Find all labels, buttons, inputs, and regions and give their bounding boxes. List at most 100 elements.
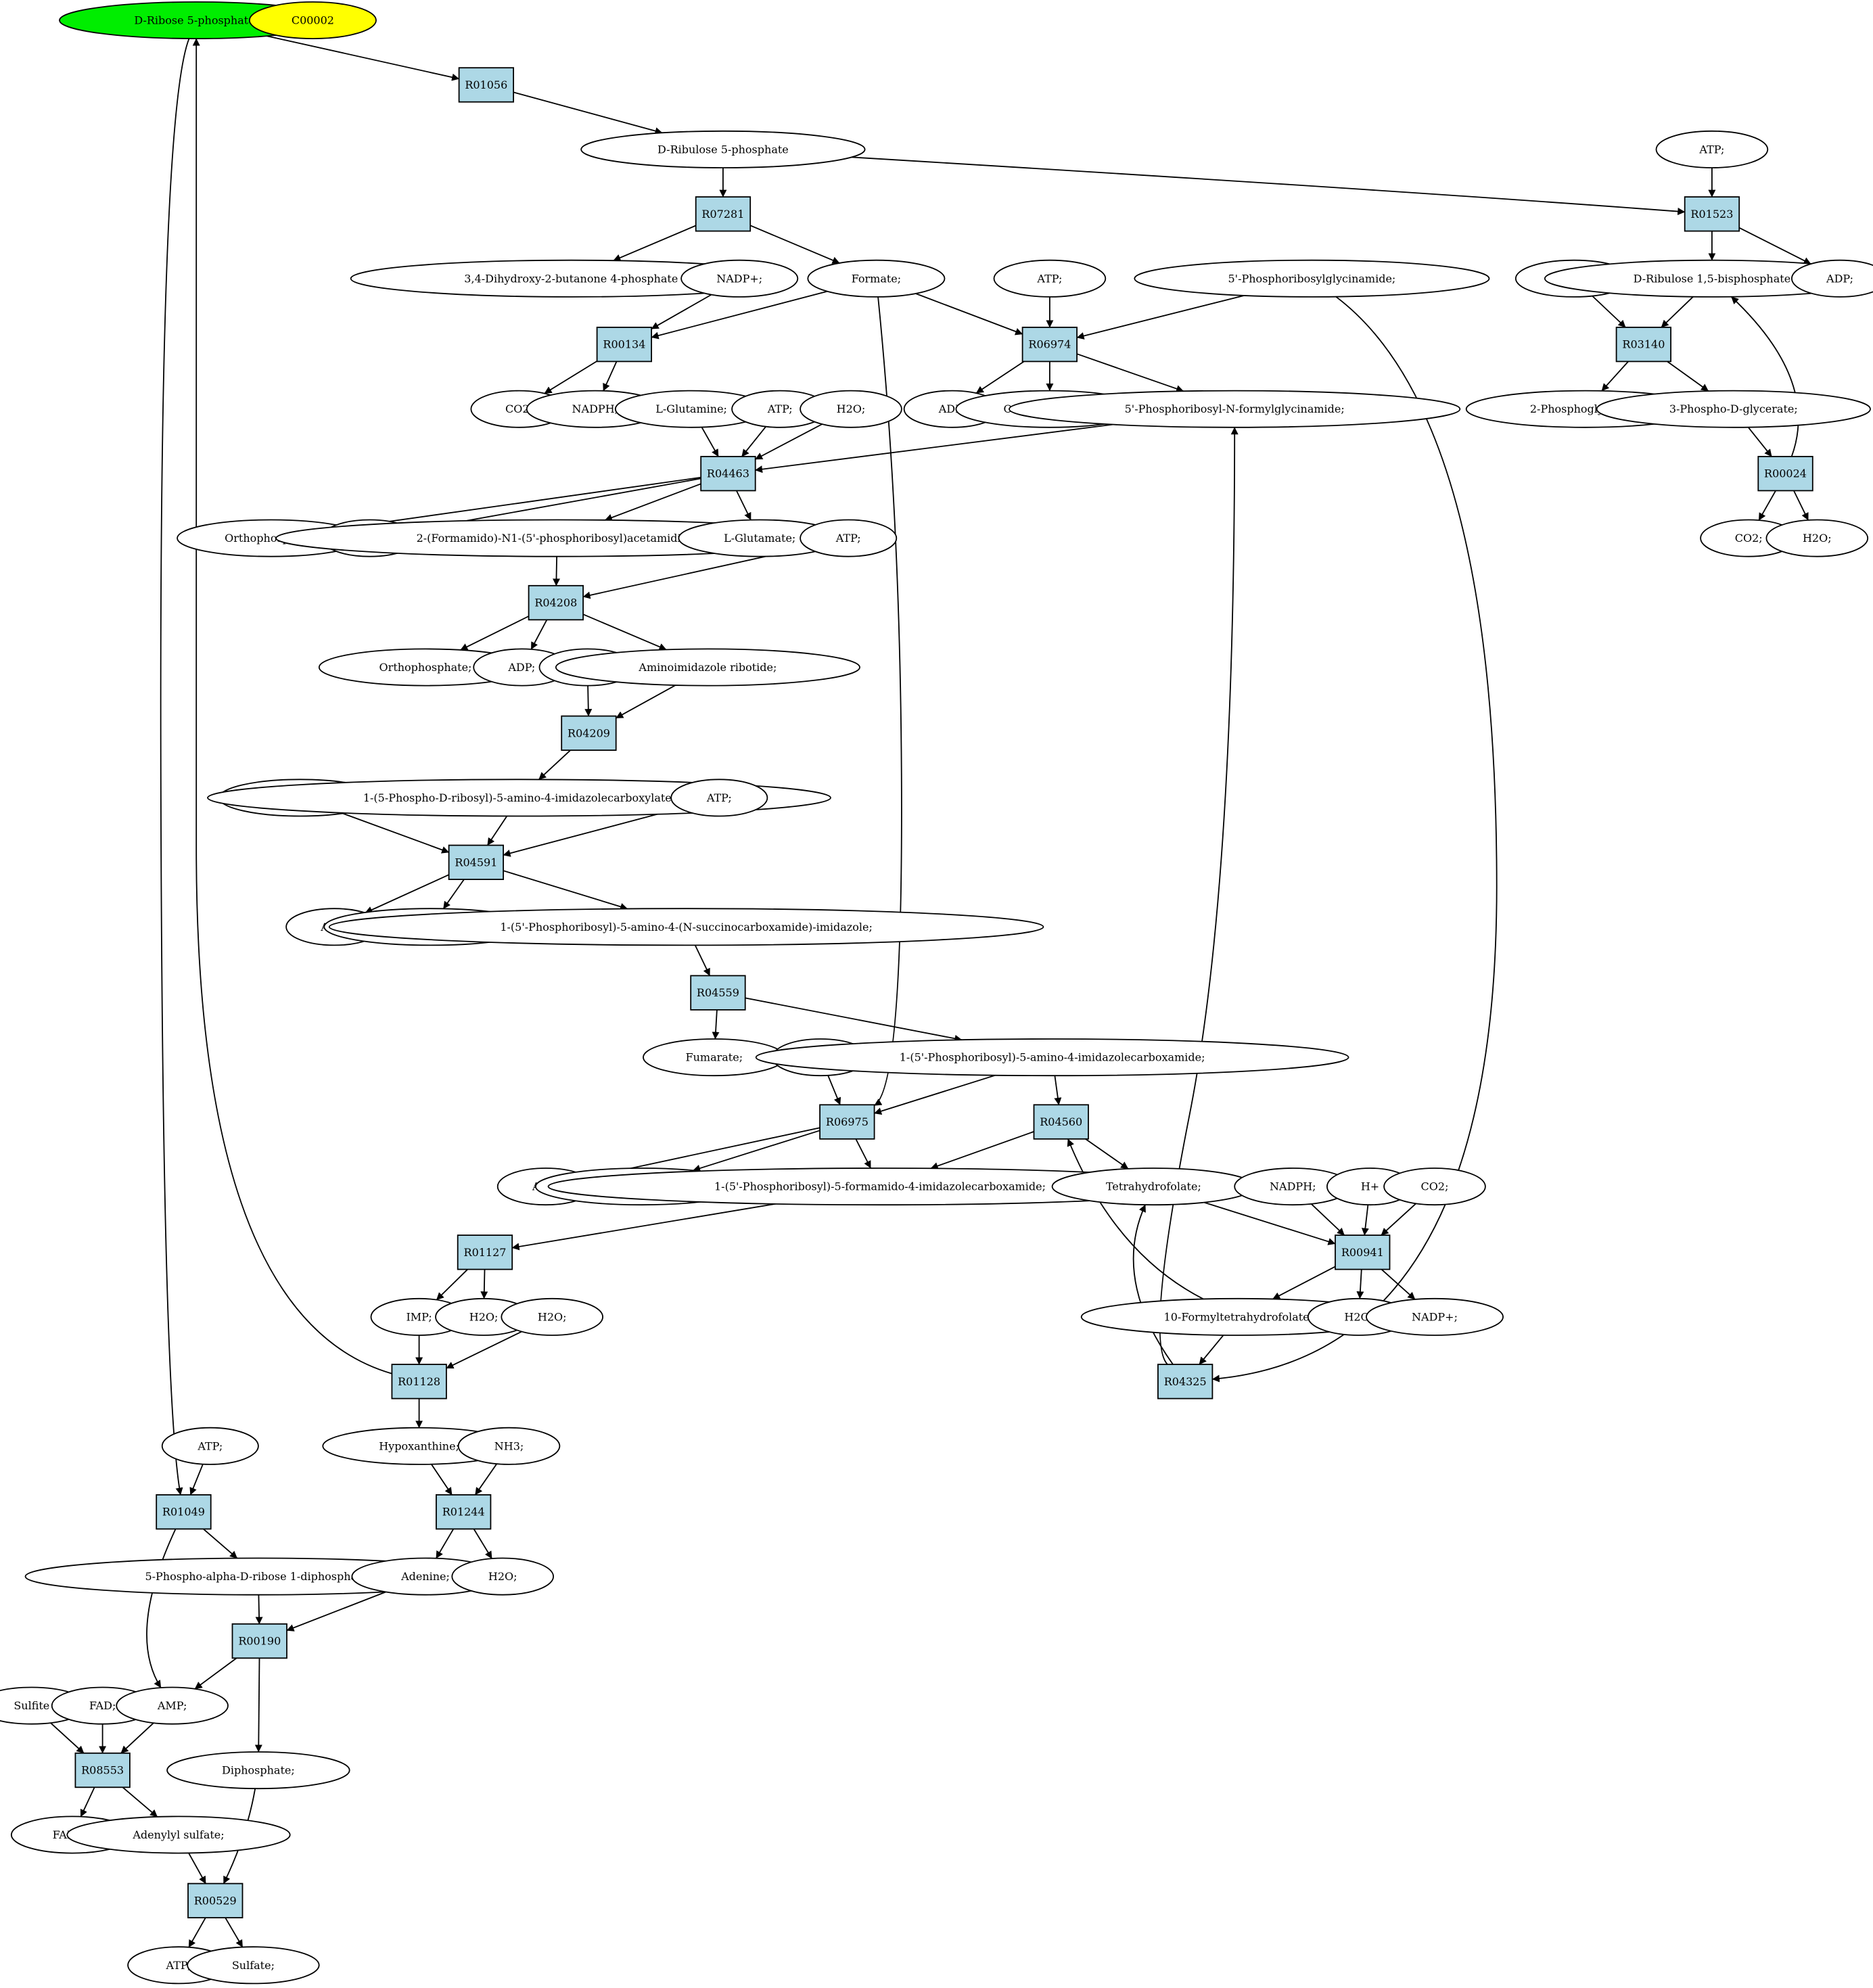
edge-R06974-to-adp_r06974: [975, 361, 1025, 394]
edge-R04559-to-fumarate: [712, 1009, 720, 1040]
node-label: 5'-Phosphoribosyl-N-formylglycinamide;: [1125, 402, 1345, 415]
node-label: Orthophosphate;: [379, 661, 472, 674]
compound-ellipse: [1544, 259, 1873, 298]
compound-ellipse: [501, 1297, 603, 1336]
reaction-node-r04463: R04463: [700, 456, 756, 492]
edge-h2o_r01128-to-R01128: [446, 1331, 522, 1369]
reaction-node-r04560: R04560: [1033, 1104, 1089, 1140]
node-label: ATP;: [706, 791, 732, 804]
reaction-box: [1033, 1104, 1089, 1140]
node-label: Adenylyl sulfate;: [132, 1828, 224, 1841]
reaction-node-r06974: R06974: [1021, 326, 1078, 363]
node-label: ATP;: [767, 402, 793, 415]
node-label: Sulfate;: [232, 1959, 275, 1972]
compound-ellipse: [555, 648, 860, 687]
compound-ellipse: [1765, 519, 1869, 557]
compound-node-pi-r04208: Orthophosphate;: [318, 648, 533, 687]
edge-R00941-to-nadp_out: [1381, 1269, 1416, 1300]
compound-node-c00002: C00002: [248, 1, 377, 40]
node-label: CO2;: [505, 402, 533, 415]
compound-node-adp-r01523: ADP;: [1791, 259, 1873, 298]
node-label: 5-Phospho-alpha-D-ribose 1-diphosphate;: [145, 1570, 371, 1583]
reaction-box: [700, 456, 756, 492]
node-label: R00134: [603, 338, 645, 351]
edge-R04325-to-fgar: [1159, 427, 1239, 1365]
edge-R04463-to-fgam: [604, 483, 701, 522]
reaction-node-r07281: R07281: [695, 196, 751, 232]
node-label: 1-(5'-Phosphoribosyl)-5-formamido-4-imid…: [714, 1180, 1046, 1193]
reaction-box: [1157, 1364, 1213, 1400]
reaction-box: [1021, 326, 1078, 363]
node-label: Adenine;: [400, 1570, 450, 1583]
edge-R01056-to-ribulose5p: [513, 91, 663, 135]
edge-R07281-to-dhbp: [613, 225, 697, 262]
reaction-node-r01523: R01523: [1684, 196, 1740, 232]
node-label: R00529: [194, 1894, 237, 1907]
compound-ellipse: [670, 779, 768, 817]
compound-ellipse: [1791, 259, 1873, 298]
compound-ellipse: [580, 130, 866, 168]
node-label: Fumarate;: [686, 1051, 743, 1064]
edge-atp_r06975-to-R06975: [827, 1075, 841, 1105]
node-label: CO2;: [1421, 1180, 1449, 1193]
edge-amp-to-R08553: [120, 1722, 154, 1754]
compound-node-dhbp: 3,4-Dihydroxy-2-butanone 4-phosphate: [350, 259, 792, 298]
edge-R01523-to-adp_r01523: [1738, 227, 1811, 265]
edge-hplus-to-R00941: [1361, 1205, 1369, 1236]
node-label: D-Ribulose 5-phosphate: [657, 143, 789, 156]
compound-node-faicar: 1-(5'-Phosphoribosyl)-5-formamido-4-imid…: [547, 1168, 1213, 1206]
compound-node-diphosphate: Diphosphate;: [166, 1751, 350, 1790]
node-label: 1-(5'-Phosphoribosyl)-5-amino-4-imidazol…: [900, 1051, 1205, 1064]
node-label: Diphosphate;: [222, 1764, 295, 1777]
node-label: R04463: [707, 467, 749, 480]
node-label: D-Ribulose 1,5-bisphosphate: [1634, 272, 1791, 285]
node-label: Tetrahydrofolate;: [1106, 1180, 1201, 1193]
edge-fthf-to-R04560: [1067, 1138, 1204, 1300]
edge-R04208-to-air: [582, 614, 667, 651]
node-label: R08553: [81, 1764, 124, 1777]
compound-node-atp-r06974: ATP;: [993, 259, 1107, 298]
compound-node-nadph-r00941: NADPH;: [1234, 1168, 1352, 1206]
edge-nadp_in-to-R00134: [651, 294, 712, 329]
node-label: NADPH;: [572, 402, 619, 415]
reaction-node-r01244: R01244: [436, 1494, 492, 1530]
compound-node-atp-r01523: ATP;: [1655, 130, 1769, 168]
node-label: ATP;: [197, 1439, 223, 1452]
edge-pglycerate-to-R00024: [1747, 427, 1772, 457]
edge-prpp-to-R00190: [255, 1594, 263, 1625]
edge-aicar-to-R06975: [874, 1074, 996, 1115]
edge-R07281-to-formate: [749, 225, 840, 264]
edge-formate-to-R06974: [915, 293, 1023, 336]
compound-ellipse: [187, 1946, 320, 1985]
reaction-box: [231, 1623, 287, 1659]
reaction-box: [458, 67, 514, 103]
edge-fgam-to-R04208: [552, 556, 560, 586]
reaction-node-r00190: R00190: [231, 1623, 287, 1659]
edge-fthf-to-R04325: [1199, 1335, 1224, 1365]
node-label: C00002: [292, 14, 334, 27]
edge-laspartate-to-R04591: [342, 812, 450, 854]
compound-ellipse: [1655, 130, 1769, 168]
compound-node-h2o-r00024: H2O;: [1765, 519, 1869, 557]
reaction-node-r00024: R00024: [1757, 456, 1813, 492]
node-label: R03140: [1622, 338, 1665, 351]
compound-ellipse: [755, 1038, 1349, 1077]
node-label: ADP;: [1826, 272, 1853, 285]
reaction-node-r00941: R00941: [1335, 1234, 1391, 1270]
edge-R04208-to-pi_r04208: [460, 616, 529, 651]
node-label: H2O;: [488, 1570, 517, 1583]
node-label: R00190: [238, 1635, 281, 1648]
compound-node-atp-r04208: ATP;: [800, 519, 898, 557]
reaction-node-r04591: R04591: [448, 844, 504, 880]
compound-node-co2-r00941: CO2;: [1383, 1168, 1486, 1206]
compound-node-aps: Adenylyl sulfate;: [66, 1816, 291, 1854]
compound-ellipse: [680, 259, 799, 298]
edge-R04560-to-thf: [1085, 1138, 1129, 1170]
compound-ellipse: [248, 1, 377, 40]
node-label: L-Glutamine;: [655, 402, 727, 415]
node-label: NADP+;: [1412, 1310, 1458, 1323]
compound-node-atp-r04591: ATP;: [670, 779, 768, 817]
reaction-box: [436, 1494, 492, 1530]
reaction-box: [1335, 1234, 1391, 1270]
reaction-box: [1757, 456, 1813, 492]
